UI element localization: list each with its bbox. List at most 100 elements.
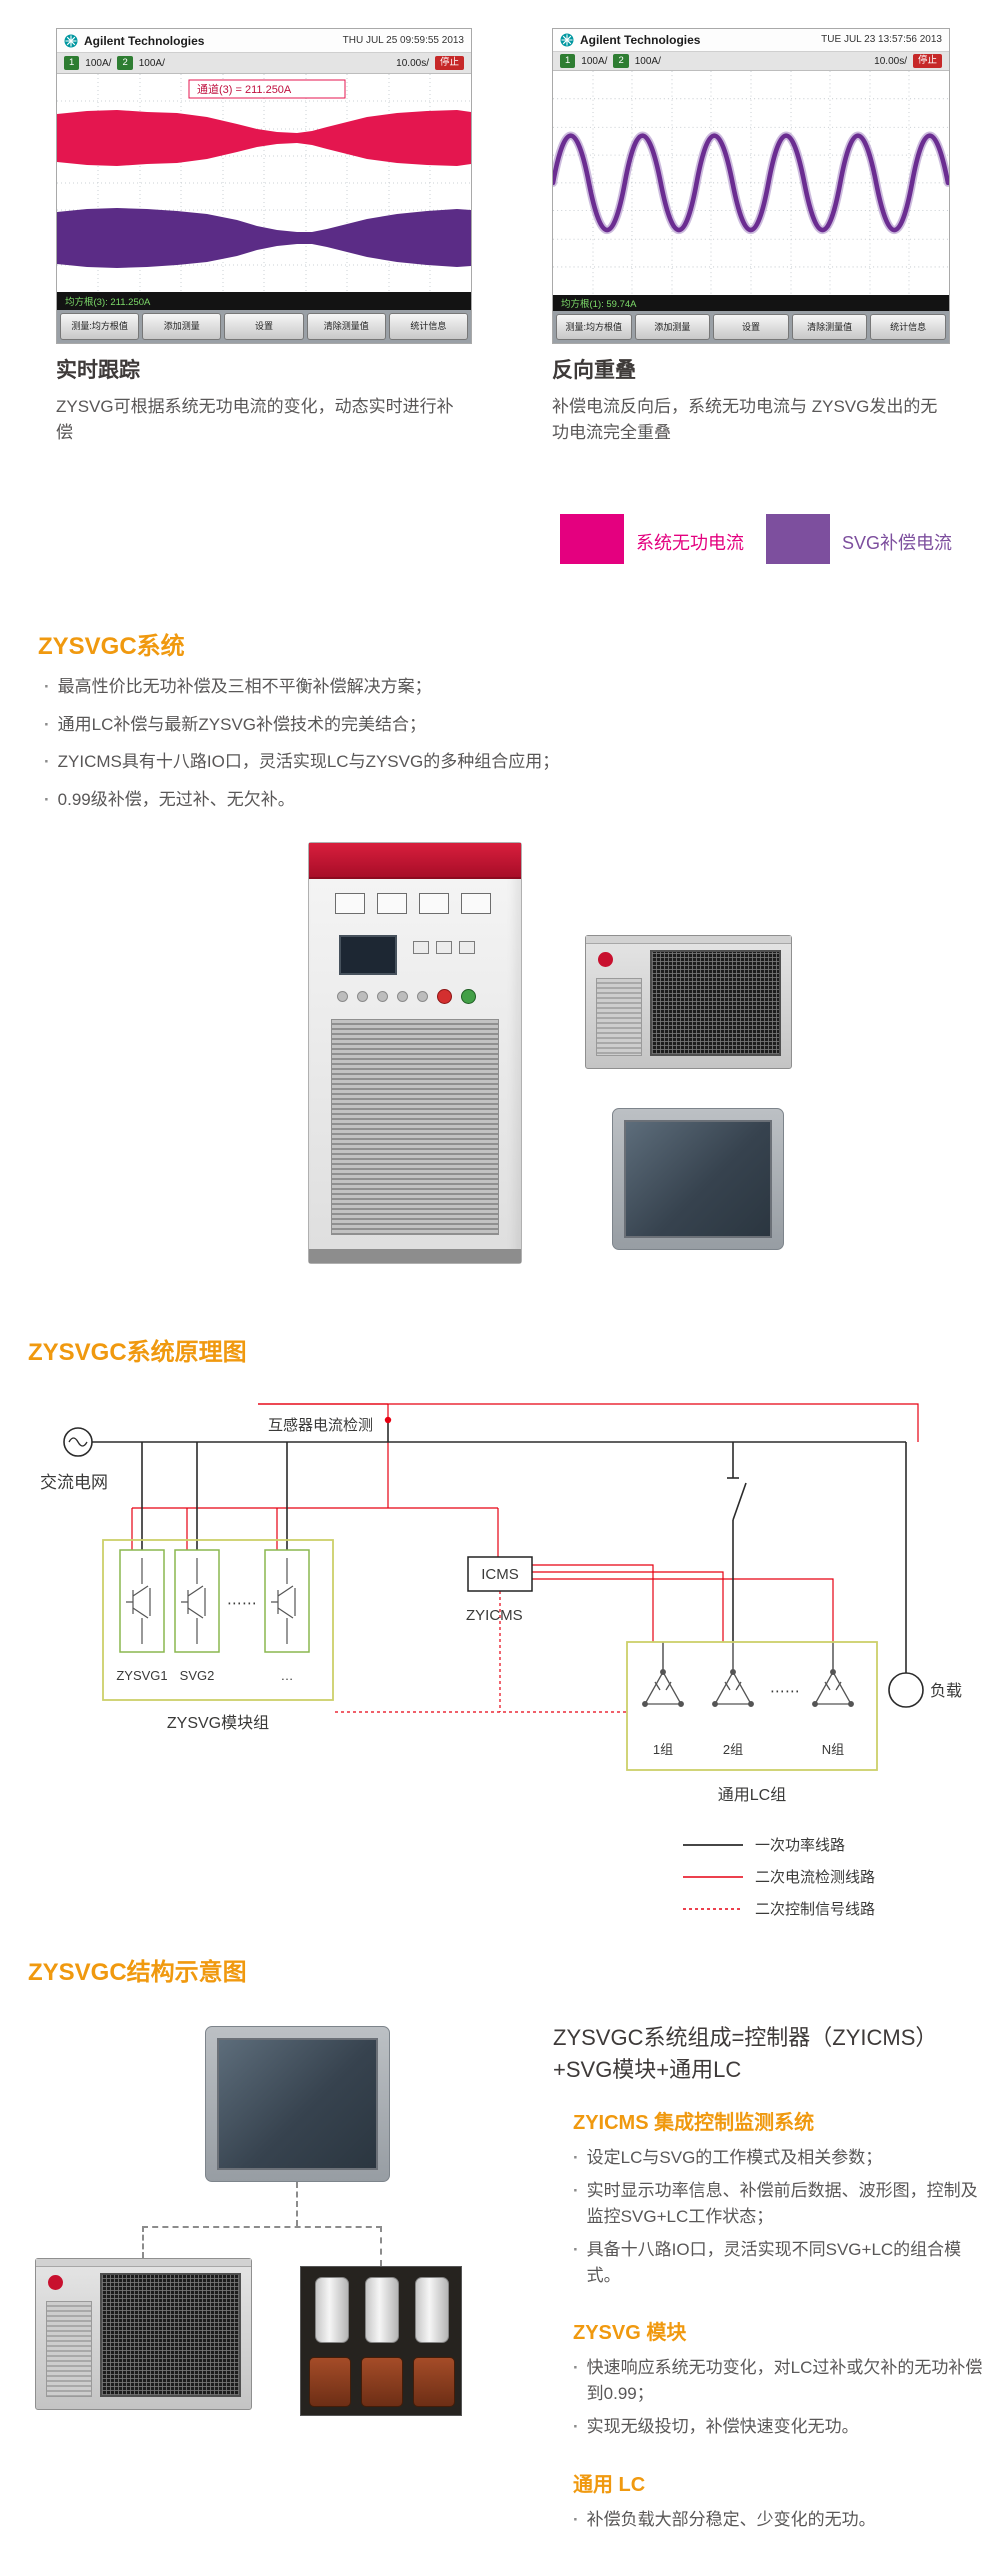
channel-2-chip: 2 xyxy=(117,56,133,71)
cabinet-indicators xyxy=(337,989,476,1004)
rack-top-edge xyxy=(586,936,791,944)
scope-toolbar: 1 100A/ 2 100A/ 10.00s/ 停止 xyxy=(57,53,471,75)
scope-brand: Agilent Technologies xyxy=(580,32,701,47)
list-item: 实现无级投切，补偿快速变化无功。 xyxy=(573,2414,989,2440)
cabinet-brand-band xyxy=(309,843,521,879)
section-title-structure: ZYSVGC结构示意图 xyxy=(28,1959,247,1986)
label-lc-group-n: N组 xyxy=(822,1742,844,1757)
softkey-button: 添加测量 xyxy=(634,314,711,340)
run-state-badge: 停止 xyxy=(912,54,942,69)
list-item: 设定LC与SVG的工作模式及相关参数； xyxy=(573,2145,989,2171)
power-lines xyxy=(92,1420,907,1673)
lc-delta-group-n xyxy=(812,1669,854,1707)
svg-current-envelope xyxy=(57,208,471,269)
svg-rack-module-image xyxy=(585,935,792,1069)
legend-label-system-current: 系统无功电流 xyxy=(636,533,744,553)
capacitor-cylinder xyxy=(315,2277,349,2343)
bullet-text: 实时显示功率信息、补偿前后数据、波形图，控制及监控SVG+LC工作状态； xyxy=(586,2181,978,2226)
agilent-logo-icon xyxy=(64,34,78,48)
list-item: 最高性价比无功补偿及三相不平衡补偿解决方案； xyxy=(44,674,624,700)
softkey-button: 清除测量值 xyxy=(306,312,386,340)
status-chip: 均方根(3): 211.250A xyxy=(65,296,151,308)
list-item: 实时显示功率信息、补偿前后数据、波形图，控制及监控SVG+LC工作状态； xyxy=(573,2178,989,2229)
waveform-canvas: 通道(3) = 211.250A xyxy=(57,74,471,293)
legend-primary-power: 一次功率线路 xyxy=(755,1837,845,1854)
reactor-coil xyxy=(361,2357,403,2407)
list-item: 补偿负载大部分稳定、少变化的无功。 xyxy=(573,2507,989,2533)
touch-panel-screen xyxy=(217,2038,378,2170)
bullet-text: 补偿负载大部分稳定、少变化的无功。 xyxy=(586,2509,876,2529)
rack-vents xyxy=(46,2301,92,2397)
scope-header: Agilent Technologies TUE JUL 23 13:57:56… xyxy=(553,29,949,52)
label-ac-grid: 交流电网 xyxy=(40,1473,108,1492)
measurement-annotation: 通道(3) = 211.250A xyxy=(188,79,346,99)
reactor-coil xyxy=(309,2357,351,2407)
scope-softkeys: 测量:均方根值 添加测量 设置 清除测量值 统计信息 xyxy=(57,309,471,343)
rack-vents xyxy=(596,978,642,1056)
softkey-button: 添加测量 xyxy=(142,312,222,340)
label-icms-box: ICMS xyxy=(481,1566,519,1583)
waveform-plot-left: 通道(3) = 211.250A xyxy=(57,74,471,293)
label-ct-detection: 互感器电流检测 xyxy=(268,1417,373,1434)
ac-source-symbol xyxy=(63,1427,93,1457)
agilent-logo-icon xyxy=(560,33,574,47)
bullet-text: 实现无级投切，补偿快速变化无功。 xyxy=(586,2417,859,2437)
bullet-text: ZYICMS具有十八路IO口，灵活实现LC与ZYSVG的多种组合应用； xyxy=(57,752,560,771)
capacitor-bank-image xyxy=(300,2266,462,2416)
bullet-text: 具备十八路IO口，灵活实现不同SVG+LC的组合模式。 xyxy=(586,2240,962,2285)
composition-line-2: +SVG模块+通用LC xyxy=(553,2056,742,2082)
system-current-envelope xyxy=(57,110,471,167)
load-symbol xyxy=(888,1672,924,1708)
structure-rack-module-image xyxy=(35,2258,252,2410)
system-feature-list: 最高性价比无功补偿及三相不平衡补偿解决方案； 通用LC补偿与最新ZYSVG补偿技… xyxy=(44,674,624,812)
capacitor-cylinder xyxy=(365,2277,399,2343)
description-reverse-overlap: 补偿电流反向后，系统无功电流与 ZYSVG发出的无功电流完全重叠 xyxy=(552,397,938,443)
softkey-button: 测量:均方根值 xyxy=(556,314,632,340)
ct-detection-lines xyxy=(131,1403,919,1642)
svg-module-group-box xyxy=(102,1539,334,1701)
rack-brand-logo-icon xyxy=(48,2275,63,2290)
label-lc-group-1: 1组 xyxy=(653,1742,673,1757)
schematic-legend: 一次功率线路 二次电流检测线路 二次控制信号线路 xyxy=(683,1837,875,1918)
svg-module-n xyxy=(264,1549,310,1653)
lc-feature-list: 补偿负载大部分稳定、少变化的无功。 xyxy=(573,2507,989,2533)
lc-delta-group-2 xyxy=(712,1669,754,1707)
module-ellipsis: ⋯⋯ xyxy=(227,1595,257,1612)
legend-current-detect: 二次电流检测线路 xyxy=(755,1869,875,1886)
scope-timestamp: THU JUL 25 09:59:55 2013 xyxy=(342,35,464,47)
connector-line xyxy=(380,2226,382,2266)
run-state-badge: 停止 xyxy=(434,56,464,71)
bullet-text: 最高性价比无功补偿及三相不平衡补偿解决方案； xyxy=(57,677,432,696)
softkey-button: 设置 xyxy=(713,314,789,340)
channel-2-scale: 100A/ xyxy=(634,55,661,67)
scope-header: Agilent Technologies THU JUL 25 09:59:55… xyxy=(57,29,471,54)
status-chip: 均方根(1): 59.74A xyxy=(561,299,637,311)
list-item: 0.99级补偿，无过补、无欠补。 xyxy=(44,787,624,813)
timebase-readout: 10.00s/ xyxy=(396,57,429,69)
list-item: ZYICMS具有十八路IO口，灵活实现LC与ZYSVG的多种组合应用； xyxy=(44,749,624,775)
label-zysvg1: ZYSVG1 xyxy=(116,1668,167,1683)
label-module-group: ZYSVG模块组 xyxy=(167,1714,269,1732)
label-lc-group: 通用LC组 xyxy=(718,1786,786,1804)
label-lc-group-2: 2组 xyxy=(723,1742,743,1757)
softkey-button: 设置 xyxy=(224,312,304,340)
oscilloscope-screenshot-left: Agilent Technologies THU JUL 25 09:59:55… xyxy=(56,28,472,344)
bullet-text: 通用LC补偿与最新ZYSVG补偿技术的完美结合； xyxy=(57,714,427,734)
bullet-text: 设定LC与SVG的工作模式及相关参数； xyxy=(586,2147,883,2167)
lc-delta-group-1 xyxy=(642,1669,684,1707)
channel-1-chip: 1 xyxy=(64,56,80,71)
zysvg-feature-list: 快速响应系统无功变化，对LC过补或欠补的无功补偿到0.99； 实现无级投切，补偿… xyxy=(573,2355,989,2440)
legend-label-svg-current: SVG补偿电流 xyxy=(842,533,953,553)
overlapped-sine-wave xyxy=(553,133,949,233)
lc-ellipsis: ⋯⋯ xyxy=(770,1683,800,1700)
list-item: 快速响应系统无功变化，对LC过补或欠补的无功补偿到0.99； xyxy=(573,2355,989,2406)
oscilloscope-screenshot-right: Agilent Technologies TUE JUL 23 13:57:56… xyxy=(552,28,950,344)
waveform-plot-right xyxy=(553,71,949,295)
scope-brand: Agilent Technologies xyxy=(84,33,205,48)
ct-node xyxy=(384,1416,392,1424)
softkey-button: 清除测量值 xyxy=(791,314,868,340)
breaker-symbol xyxy=(727,1477,747,1521)
timebase-readout: 10.00s/ xyxy=(874,55,907,67)
grid-lines xyxy=(57,74,471,293)
legend-swatch-system-current xyxy=(560,514,624,564)
